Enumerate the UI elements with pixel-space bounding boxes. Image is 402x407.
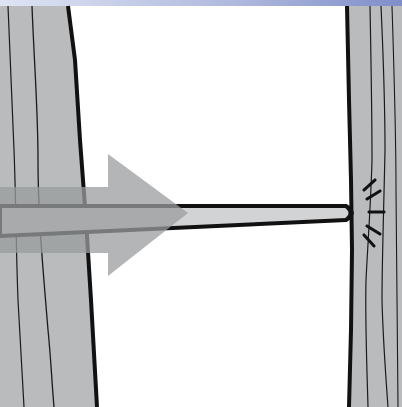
top-gradient-bar — [0, 0, 402, 6]
impact-mark-4 — [365, 224, 382, 236]
rod-tip — [344, 204, 354, 222]
right-panel-grain-line-3 — [391, 5, 399, 407]
impact-mark-1 — [362, 178, 377, 192]
right-panel-grain-line-1 — [365, 5, 373, 407]
right-panel-grain-line-2 — [380, 5, 389, 407]
impact-burst — [362, 178, 386, 248]
impact-mark-5 — [362, 233, 376, 248]
right-panel-fill — [347, 6, 402, 407]
right-wood-panel — [345, 5, 402, 407]
right-arrow — [0, 154, 188, 276]
left-panel-edge-line — [66, 5, 99, 407]
impact-mark-2 — [365, 189, 382, 201]
